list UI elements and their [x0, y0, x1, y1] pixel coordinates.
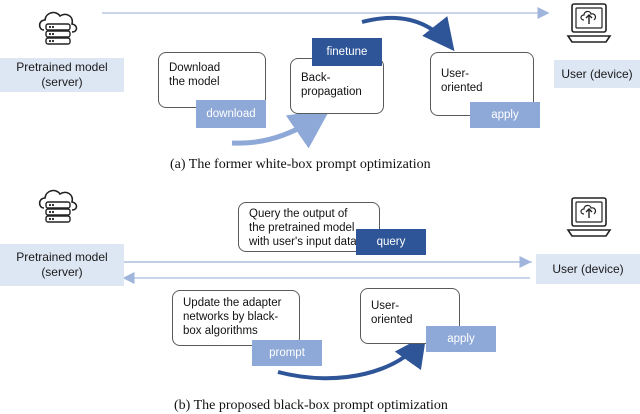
- card-query-text: Query the output of the pretrained model…: [249, 208, 357, 248]
- card-query: Query the output of the pretrained model…: [238, 202, 380, 252]
- cloud-server-icon: [36, 6, 80, 46]
- bottom-device-box: User (device): [536, 254, 640, 284]
- tag-finetune: finetune: [312, 38, 382, 66]
- top-download-curve-arrow: [231, 109, 331, 149]
- caption-bottom: (b) The proposed black-box prompt optimi…: [174, 398, 448, 413]
- card-backprop-text: Back- propagation: [301, 72, 362, 98]
- card-backpropagation: Back- propagation: [290, 58, 384, 114]
- laptop-upload-icon: [566, 2, 612, 46]
- top-server-box: Pretrained model (server): [0, 58, 124, 92]
- card-user-oriented-bottom: User- oriented: [360, 288, 460, 344]
- card-user-oriented-top: User- oriented: [430, 52, 534, 116]
- bottom-server-box: Pretrained model (server): [0, 244, 124, 286]
- card-update-adapter: Update the adapter networks by black- bo…: [172, 290, 300, 346]
- top-device-box: User (device): [554, 60, 640, 88]
- tag-apply-bottom: apply: [426, 326, 496, 352]
- tag-download: download: [196, 100, 266, 128]
- bottom-prompt-curve-arrow: [277, 334, 427, 381]
- card-download-text: Download the model: [169, 62, 221, 88]
- tag-prompt: prompt: [252, 340, 322, 366]
- laptop-upload-icon: [566, 196, 612, 240]
- tag-query: query: [356, 229, 426, 255]
- top-finetune-curve-arrow: [361, 15, 455, 52]
- card-download-model: Download the model: [158, 52, 266, 108]
- tag-apply-top: apply: [470, 102, 540, 128]
- caption-top: (a) The former white-box prompt optimiza…: [170, 157, 431, 172]
- card-user-oriented-bottom-text: User- oriented: [371, 300, 413, 326]
- card-update-text: Update the adapter networks by black- bo…: [183, 297, 282, 337]
- card-user-oriented-top-text: User- oriented: [441, 68, 483, 94]
- cloud-server-icon: [36, 184, 80, 224]
